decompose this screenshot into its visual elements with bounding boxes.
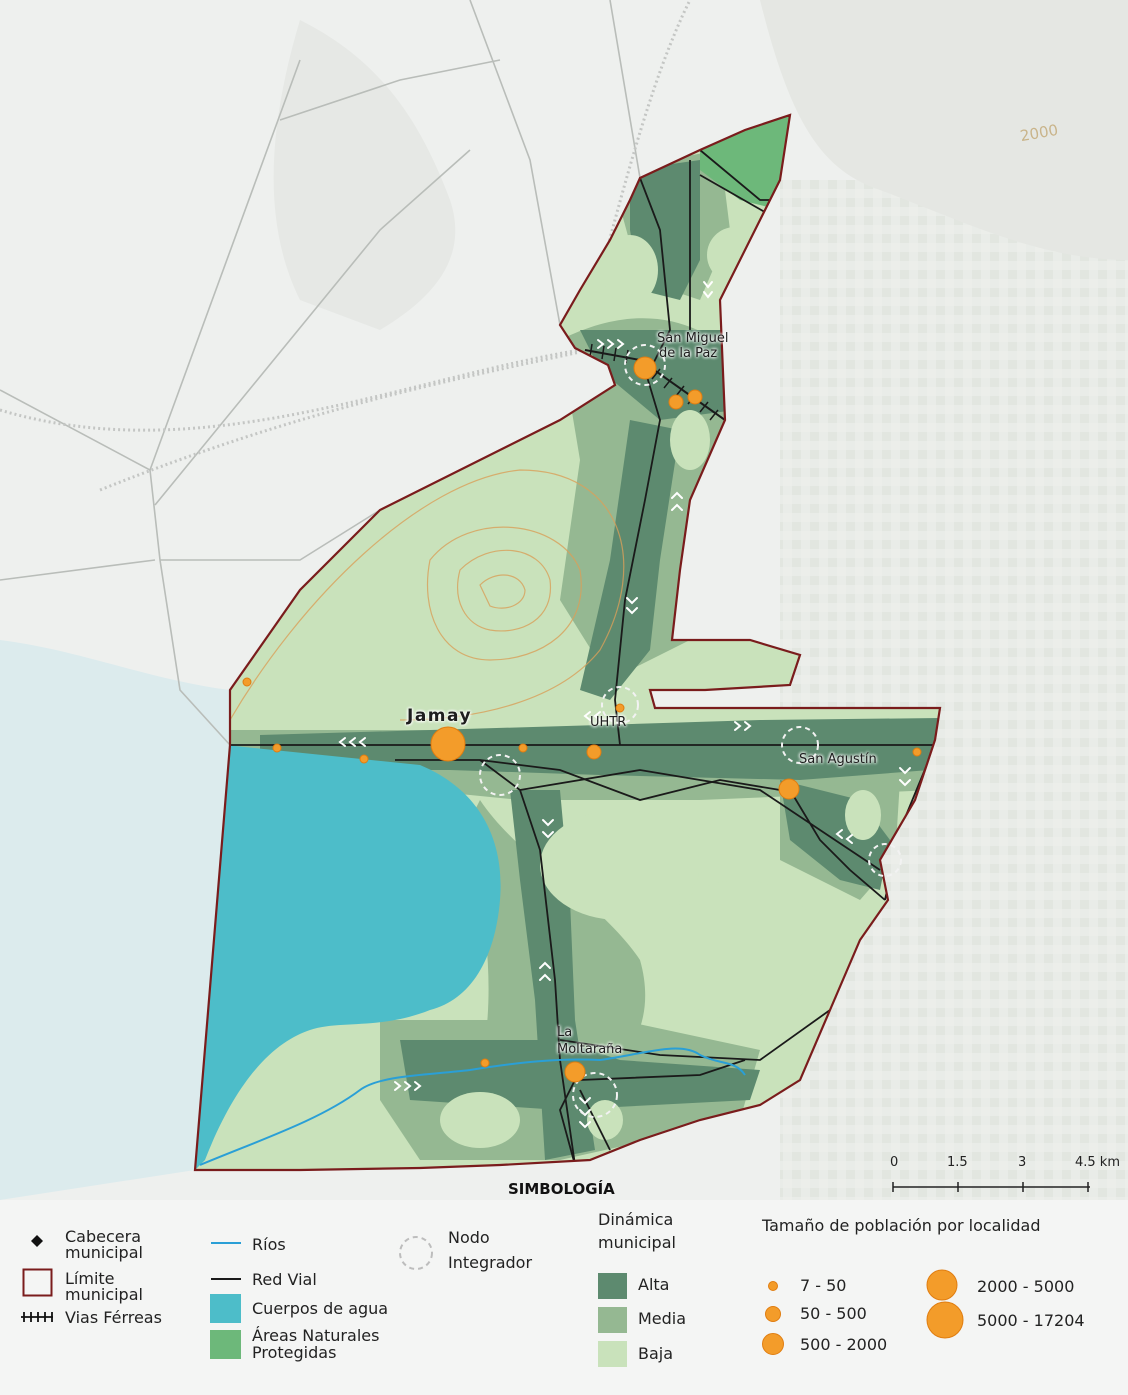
cabecera-symbol [31,1235,43,1247]
river [199,1047,746,1166]
lake-chapala [195,745,501,1170]
pop-symbol-5000-17204 [926,1301,964,1339]
contour-lines [229,469,625,721]
pop-symbol-50-500 [765,1306,781,1322]
legend-cabecera-line1: Cabecera [65,1227,141,1246]
alta-swatch [598,1273,627,1299]
legend-pop-2000-5000: 2000 - 5000 [977,1277,1075,1296]
label-la-moltarana-line2: Moltaraña [557,1042,623,1057]
legend-dinamica-line1: Dinámica [598,1210,674,1229]
scale-tick-1-5: 1.5 [947,1155,968,1170]
legend-alta: Alta [638,1275,670,1294]
legend-anp-line1: Áreas Naturales [252,1326,380,1345]
pop-symbol-500-2000 [762,1333,784,1355]
vias-symbol [21,1312,53,1322]
population-points [242,356,922,1083]
legend-red-vial: Red Vial [252,1270,317,1289]
lake-background [0,640,230,1200]
legend-vias: Vias Férreas [65,1308,162,1327]
integrating-nodes [479,344,902,1118]
label-la-moltarana-line1: La [557,1025,573,1040]
red-vial-symbol [211,1278,241,1280]
label-san-miguel-line2: de la Paz [659,346,718,361]
legend-pop-50-500: 50 - 500 [800,1304,867,1323]
legend-rios: Ríos [252,1235,286,1254]
legend-pop-500-2000: 500 - 2000 [800,1335,888,1354]
scale-tick-3: 3 [1018,1155,1027,1170]
municipal-boundary [193,113,942,1172]
legend-limite-line2: municipal [65,1285,143,1304]
legend-nodo-line1: Nodo [448,1228,490,1247]
scale-bar-line [892,1182,1090,1192]
basemap-fields [780,180,1128,1200]
legend-dinamica-line2: municipal [598,1233,676,1252]
label-uhtr: UHTR [590,715,627,730]
cuerpos-swatch [210,1294,241,1323]
legend-anp-line2: Protegidas [252,1343,337,1362]
rios-symbol [211,1242,241,1244]
legend-cuerpos: Cuerpos de agua [252,1299,389,1318]
dynamics-light-pockets [440,227,881,1148]
baja-swatch [598,1341,627,1367]
background-roads [0,0,641,746]
limite-symbol [22,1268,53,1297]
legend-limite-line1: Límite [65,1269,115,1288]
protected-area [700,115,790,210]
legend: SIMBOLOGÍA Cabecera municipal Límite mun… [0,1170,1128,1395]
label-san-agustin: San Agustín [799,752,877,767]
dynamics-alta-zones [260,160,940,1160]
nodo-symbol [399,1236,433,1270]
terrain-hills [273,20,456,330]
legend-pop-5000-17204: 5000 - 17204 [977,1311,1085,1330]
legend-media: Media [638,1309,687,1328]
legend-baja: Baja [638,1344,674,1363]
legend-poblacion-title: Tamaño de población por localidad [762,1216,1041,1235]
municipal-map [0,0,1128,1200]
label-san-miguel-line1: San Miguel [657,331,729,346]
anp-swatch [210,1330,241,1359]
scale-tick-0: 0 [890,1155,899,1170]
legend-cabecera-line2: municipal [65,1243,143,1262]
media-swatch [598,1307,627,1333]
legend-pop-7-50: 7 - 50 [800,1276,847,1295]
pop-symbol-2000-5000 [926,1269,958,1301]
pop-symbol-7-50 [768,1281,778,1291]
label-jamay: Jamay [407,706,473,726]
terrain-hills-ne [760,0,1128,260]
legend-nodo-line2: Integrador [448,1253,533,1272]
legend-title: SIMBOLOGÍA [508,1180,615,1198]
scale-tick-4-5-km: 4.5 km [1075,1155,1120,1170]
